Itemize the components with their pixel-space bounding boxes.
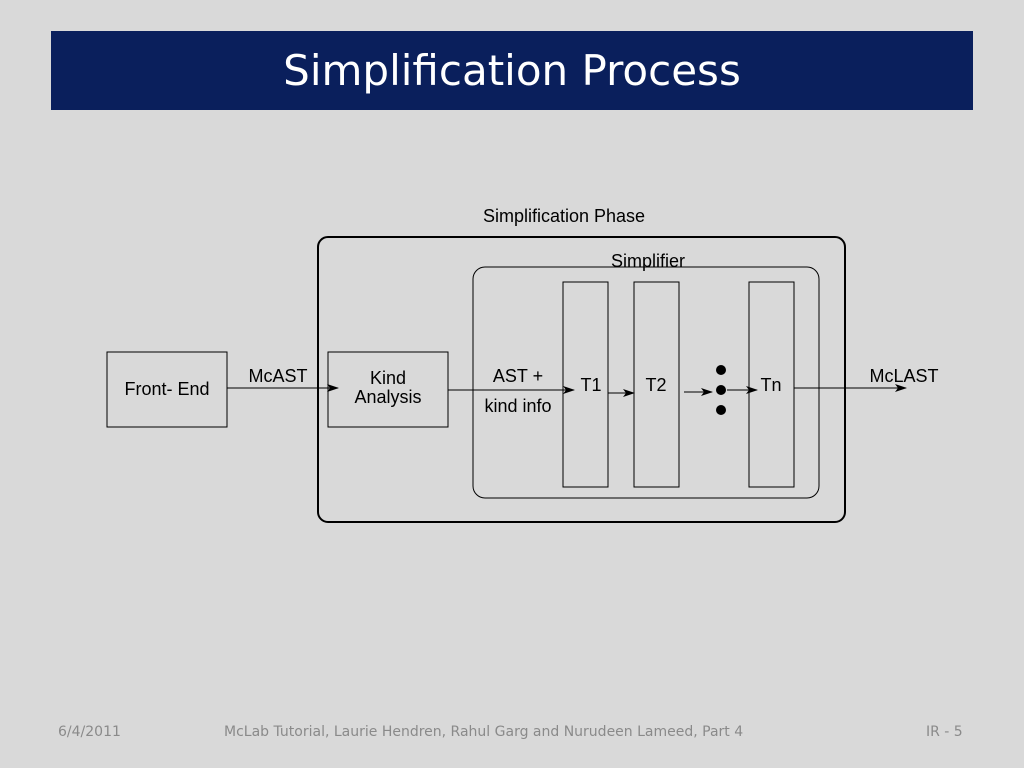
slide-title: Simplification Process (283, 46, 741, 95)
front-end-box (106, 351, 228, 428)
phase-box (317, 236, 846, 523)
t1-label: T1 (580, 375, 601, 395)
footer-slide-number: IR - 5 (926, 724, 963, 740)
t1-box (562, 281, 609, 488)
t2-box (633, 281, 680, 488)
kind-analysis-label-line2: Analysis (354, 387, 421, 407)
ellipsis-dots (716, 365, 726, 415)
ast-label-line1: AST + (493, 366, 543, 386)
title-bar: Simplification Process (51, 31, 973, 110)
simplifier-label: Simplifier (611, 251, 685, 271)
phase-label: Simplification Phase (483, 206, 645, 226)
mclast-label: McLAST (869, 366, 938, 386)
tn-label: Tn (760, 375, 781, 395)
footer-credits: McLab Tutorial, Laurie Hendren, Rahul Ga… (224, 724, 744, 740)
t2-label: T2 (645, 375, 666, 395)
kind-analysis-label-line1: Kind (370, 368, 406, 388)
mcast-label: McAST (248, 366, 307, 386)
ellipsis-dot-middle (716, 385, 726, 395)
footer-date: 6/4/2011 (58, 724, 121, 740)
simplifier-box (472, 266, 820, 499)
ellipsis-dot-top (716, 365, 726, 375)
tn-box (748, 281, 795, 488)
ast-label-line2: kind info (484, 396, 551, 416)
front-end-label: Front- End (124, 379, 209, 399)
ellipsis-dot-bottom (716, 405, 726, 415)
